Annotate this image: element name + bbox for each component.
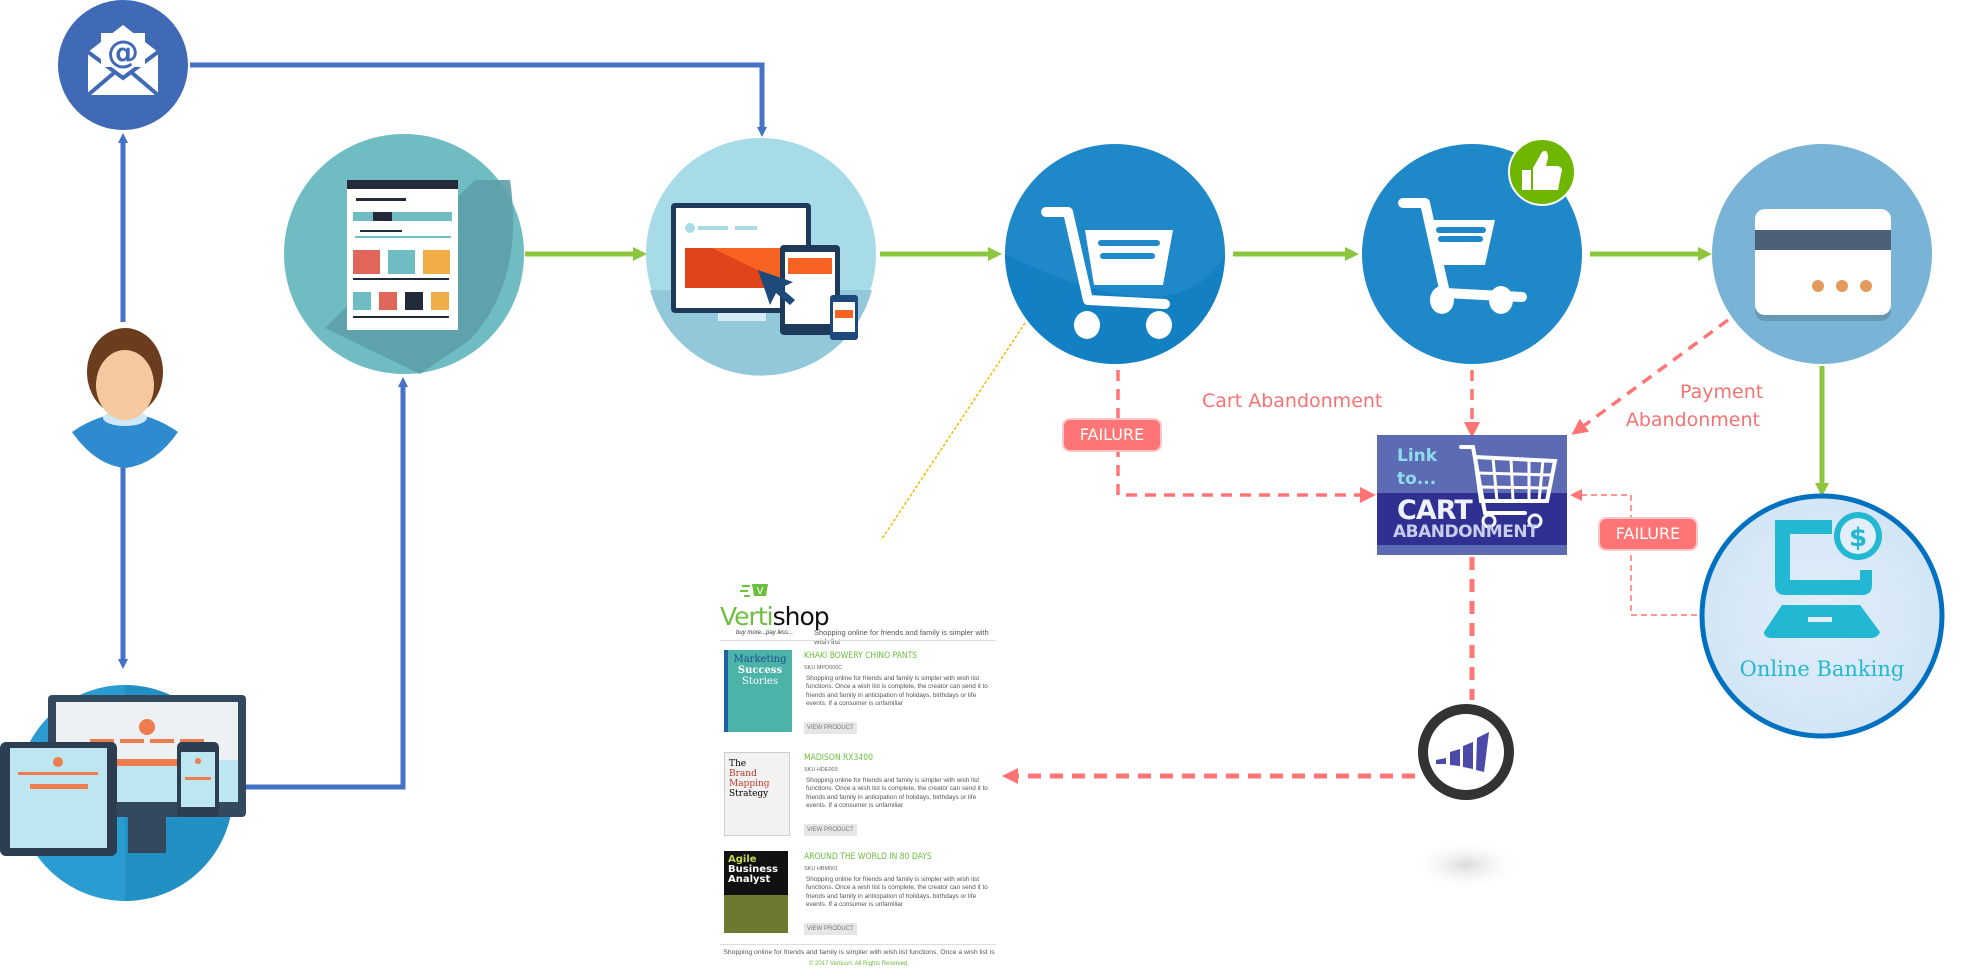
webpage-node[interactable] [284,134,524,374]
email-footer-text: Shopping online for friends and family i… [723,949,995,956]
cart-failure-arrow [1116,370,1376,503]
product-title[interactable]: MADISON RX3400 [804,753,874,763]
abandonment-heading: ABANDONMENT [1393,522,1539,542]
green-connectors [525,247,1829,497]
shopping-cart-icon [1398,198,1527,314]
marketo-node[interactable] [1411,704,1521,890]
failure-badge-cart: FAILURE [1064,420,1160,450]
email-preview: V Vertishop buy more...pay less... Shopp… [718,540,1000,976]
product-description: Shopping online for friends and family i… [806,777,988,809]
payment-abandon-arrow [1571,318,1730,435]
blue-connectors [118,62,767,790]
view-product-button[interactable]: VIEW PRODUCT [804,722,857,734]
webpage-layout-icon [347,180,458,330]
copyright-text: © 2017 Verticurl. All Rights Reserved. [808,961,910,967]
payment-abandonment-label: Abandonment [1625,409,1760,431]
svg-text:$: $ [1849,523,1867,553]
cart-to-email-preview-arrow [856,322,1026,578]
product-sku: SKU HBM001 [804,866,839,872]
shopping-cart-grid-icon [1459,445,1558,529]
payment-label: Payment [1680,381,1764,403]
product-sku: SKU HDE003 [804,767,838,773]
cart-abandonment-label: Cart Abandonment [1202,390,1383,412]
vertishop-cart-logo-icon: V [740,584,768,597]
view-product-button[interactable]: VIEW PRODUCT [804,824,857,836]
view-product-button[interactable]: VIEW PRODUCT [804,923,857,935]
cart-node[interactable] [1005,144,1225,364]
divider [720,944,996,945]
payment-node[interactable] [1712,144,1932,364]
red-connectors [1002,318,1730,784]
email-to-website-arrow [190,62,767,137]
online-banking-label: Online Banking [1739,657,1905,681]
thumbs-up-icon [1508,138,1576,206]
email-header-text: Shopping online for friends and family i… [814,628,989,646]
divider [720,640,996,641]
user-avatar-icon [72,328,178,468]
product-title[interactable]: AROUND THE WORLD IN 80 DAYS [804,852,932,862]
vertishop-logo[interactable]: Vertishop [720,602,830,631]
product-description: Shopping online for friends and family i… [806,675,988,707]
user-node[interactable] [72,328,178,468]
devices-to-webpage-arrow [245,377,408,790]
responsive-devices-icon [0,695,246,856]
approved-cart-node[interactable] [1362,138,1582,364]
svg-text:@: @ [107,33,139,71]
website-devices-icon [671,203,858,340]
email-at-icon: @ [86,25,160,97]
online-banking-node[interactable]: $ [1699,493,1945,739]
failure-badge-banking: FAILURE [1600,519,1696,549]
cart-heading: CART [1397,495,1473,526]
email-node[interactable]: @ [58,0,188,130]
credit-card-icon [1755,209,1891,321]
laptop-dollar-icon: $ [1764,512,1882,638]
responsive-devices-node[interactable] [0,685,246,901]
product-sku: SKU MPD000C [804,665,843,671]
vertishop-tagline: buy more...pay less... [736,630,794,636]
svg-text:V: V [757,586,764,597]
shopping-cart-icon [1041,207,1173,339]
marketo-icon [1436,732,1489,772]
banking-failure-arrow [1570,489,1697,616]
website-node[interactable] [646,138,876,376]
product-description: Shopping online for friends and family i… [806,876,988,908]
product-title[interactable]: KHAKI BOWERY CHINO PANTS [804,651,918,661]
